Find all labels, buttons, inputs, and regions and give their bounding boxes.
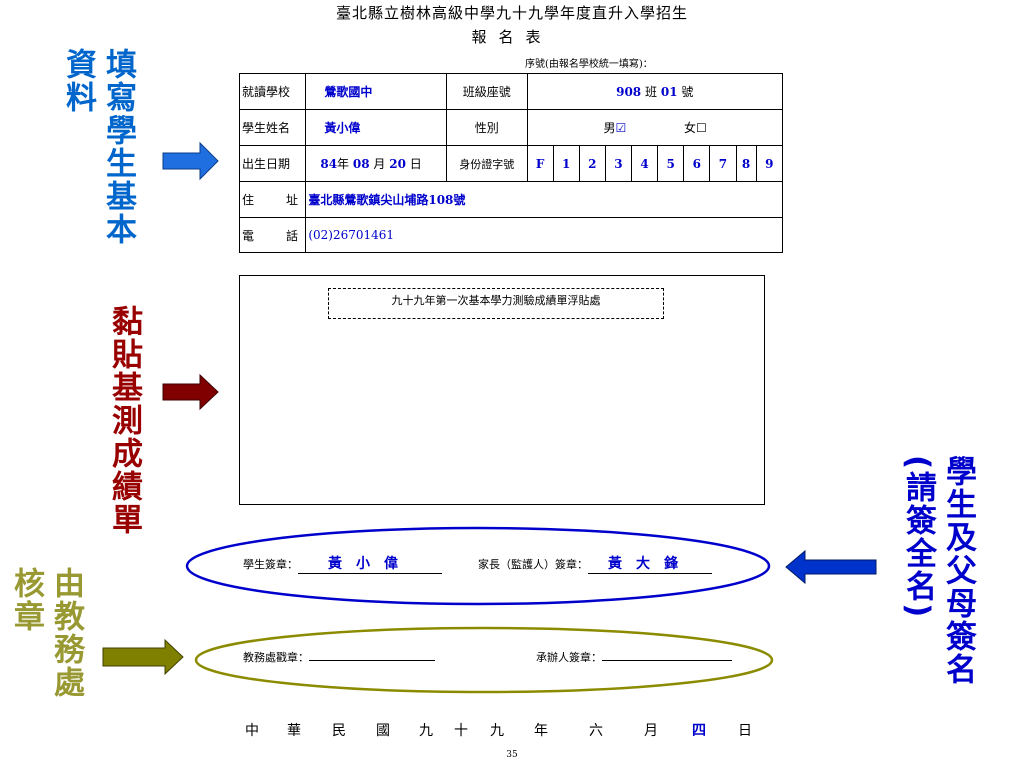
date-char: 中 [245, 723, 259, 739]
registration-table: 就讀學校 鶯歌國中 班級座號 908 班 01 號 學生姓名 黃小偉 性別 男☑… [238, 73, 784, 253]
office-stamp-ellipse [194, 626, 774, 694]
date-char: 華 [287, 723, 301, 739]
birth-year: 84 [320, 157, 338, 171]
arrow-right-icon [102, 638, 184, 676]
annotation-fill-info-col2: 填寫學生基本 [100, 48, 136, 246]
office-stamp-label: 教務處戳章： [243, 651, 309, 664]
page-number: 35 [506, 750, 518, 760]
student-signature-label: 學生簽章： [243, 558, 298, 571]
date-char: 六 [589, 723, 603, 739]
date-char: 月 [644, 723, 658, 739]
date-day-value[interactable]: 四 [692, 723, 706, 739]
table-row: 住 址 臺北縣鶯歌鎮尖山埔路108號 [238, 181, 783, 218]
male-checkbox[interactable]: ☑ [615, 121, 627, 135]
table-row: 就讀學校 鶯歌國中 班級座號 908 班 01 號 [238, 73, 784, 110]
phone-label: 電話 [238, 217, 307, 253]
id-char[interactable]: 3 [604, 145, 633, 182]
phone-value[interactable]: (02)26701461 [305, 217, 783, 253]
student-signature-ellipse [185, 526, 771, 606]
parent-signature-row: 家長（監護人）簽章：黃大鋒 [478, 553, 712, 574]
parent-signature-label: 家長（監護人）簽章： [478, 558, 588, 571]
year-unit: 年 [337, 157, 350, 171]
annotation-sign-col1: 學生及父母簽名 [940, 455, 976, 686]
date-char: 民 [332, 723, 346, 739]
student-signature-field[interactable]: 黃小偉 [298, 553, 442, 574]
table-row: 學生姓名 黃小偉 性別 男☑ 女☐ [238, 109, 784, 146]
seat-number: 01 [660, 85, 678, 99]
form-subtitle: 報名表 [471, 28, 553, 46]
month-unit: 月 [373, 157, 386, 171]
serial-note: 序號(由報名學校統一填寫)： [525, 59, 653, 70]
gender-label: 性別 [446, 109, 528, 146]
student-signature-row: 學生簽章：黃小偉 [243, 553, 442, 574]
score-paste-area [239, 275, 765, 505]
handler-signature-row: 承辦人簽章： [536, 648, 732, 665]
day-unit: 日 [409, 157, 422, 171]
office-stamp-row: 教務處戳章： [243, 648, 435, 665]
id-label: 身份證字號 [446, 145, 528, 182]
date-char: 國 [376, 723, 390, 739]
date-char: 年 [534, 723, 548, 739]
form-title: 臺北縣立樹林高級中學九十九學年度直升入學招生 [335, 4, 688, 22]
id-char[interactable]: F [526, 145, 554, 182]
id-char[interactable]: 7 [709, 145, 737, 182]
paste-area-label: 九十九年第一次基本學力測驗成績單浮貼處 [328, 288, 664, 319]
parent-signature-field[interactable]: 黃大鋒 [588, 553, 712, 574]
birth-value[interactable]: 84年 08 月 20 日 [305, 145, 448, 182]
arrow-right-icon [162, 141, 219, 181]
annotation-fill-info-col1: 資料 [60, 48, 96, 114]
date-char: 九 [490, 723, 504, 739]
female-checkbox[interactable]: ☐ [695, 121, 707, 135]
address-label-char: 址 [286, 193, 299, 207]
address-label-char: 住 [242, 193, 255, 207]
annotation-paste-score: 黏貼基測成績單 [106, 305, 142, 536]
date-char: 九 [419, 723, 433, 739]
arrow-right-icon [162, 373, 219, 411]
school-value[interactable]: 鶯歌國中 [305, 73, 448, 110]
office-stamp-field[interactable] [309, 648, 435, 661]
birth-month: 08 [352, 157, 370, 171]
table-row: 出生日期 84年 08 月 20 日 身份證字號 F 1 2 3 4 5 6 7… [238, 145, 784, 182]
phone-label-char: 話 [286, 228, 299, 243]
female-label: 女 [683, 121, 696, 135]
handler-signature-field[interactable] [602, 648, 732, 661]
phone-label-char: 電 [242, 228, 255, 243]
class-number: 908 [616, 85, 642, 99]
gender-options: 男☑ 女☐ [526, 109, 784, 146]
class-value[interactable]: 908 班 01 號 [526, 73, 784, 110]
class-unit: 班 [645, 85, 658, 99]
annotation-office-col2: 核章 [8, 567, 44, 633]
seat-unit: 號 [681, 85, 694, 99]
table-row: 電話 (02)26701461 [238, 217, 783, 253]
annotation-office-col1: 由教務處 [48, 567, 84, 699]
male-label: 男 [603, 121, 616, 135]
id-char[interactable]: 6 [683, 145, 711, 182]
handler-signature-label: 承辦人簽章： [536, 651, 602, 664]
date-char: 十 [454, 723, 468, 739]
annotation-sign-col2: (請簽全名) [900, 455, 936, 620]
arrow-left-icon [785, 549, 877, 585]
birth-day: 20 [389, 157, 406, 171]
date-char: 日 [738, 723, 752, 739]
address-value[interactable]: 臺北縣鶯歌鎮尖山埔路108號 [305, 181, 783, 218]
